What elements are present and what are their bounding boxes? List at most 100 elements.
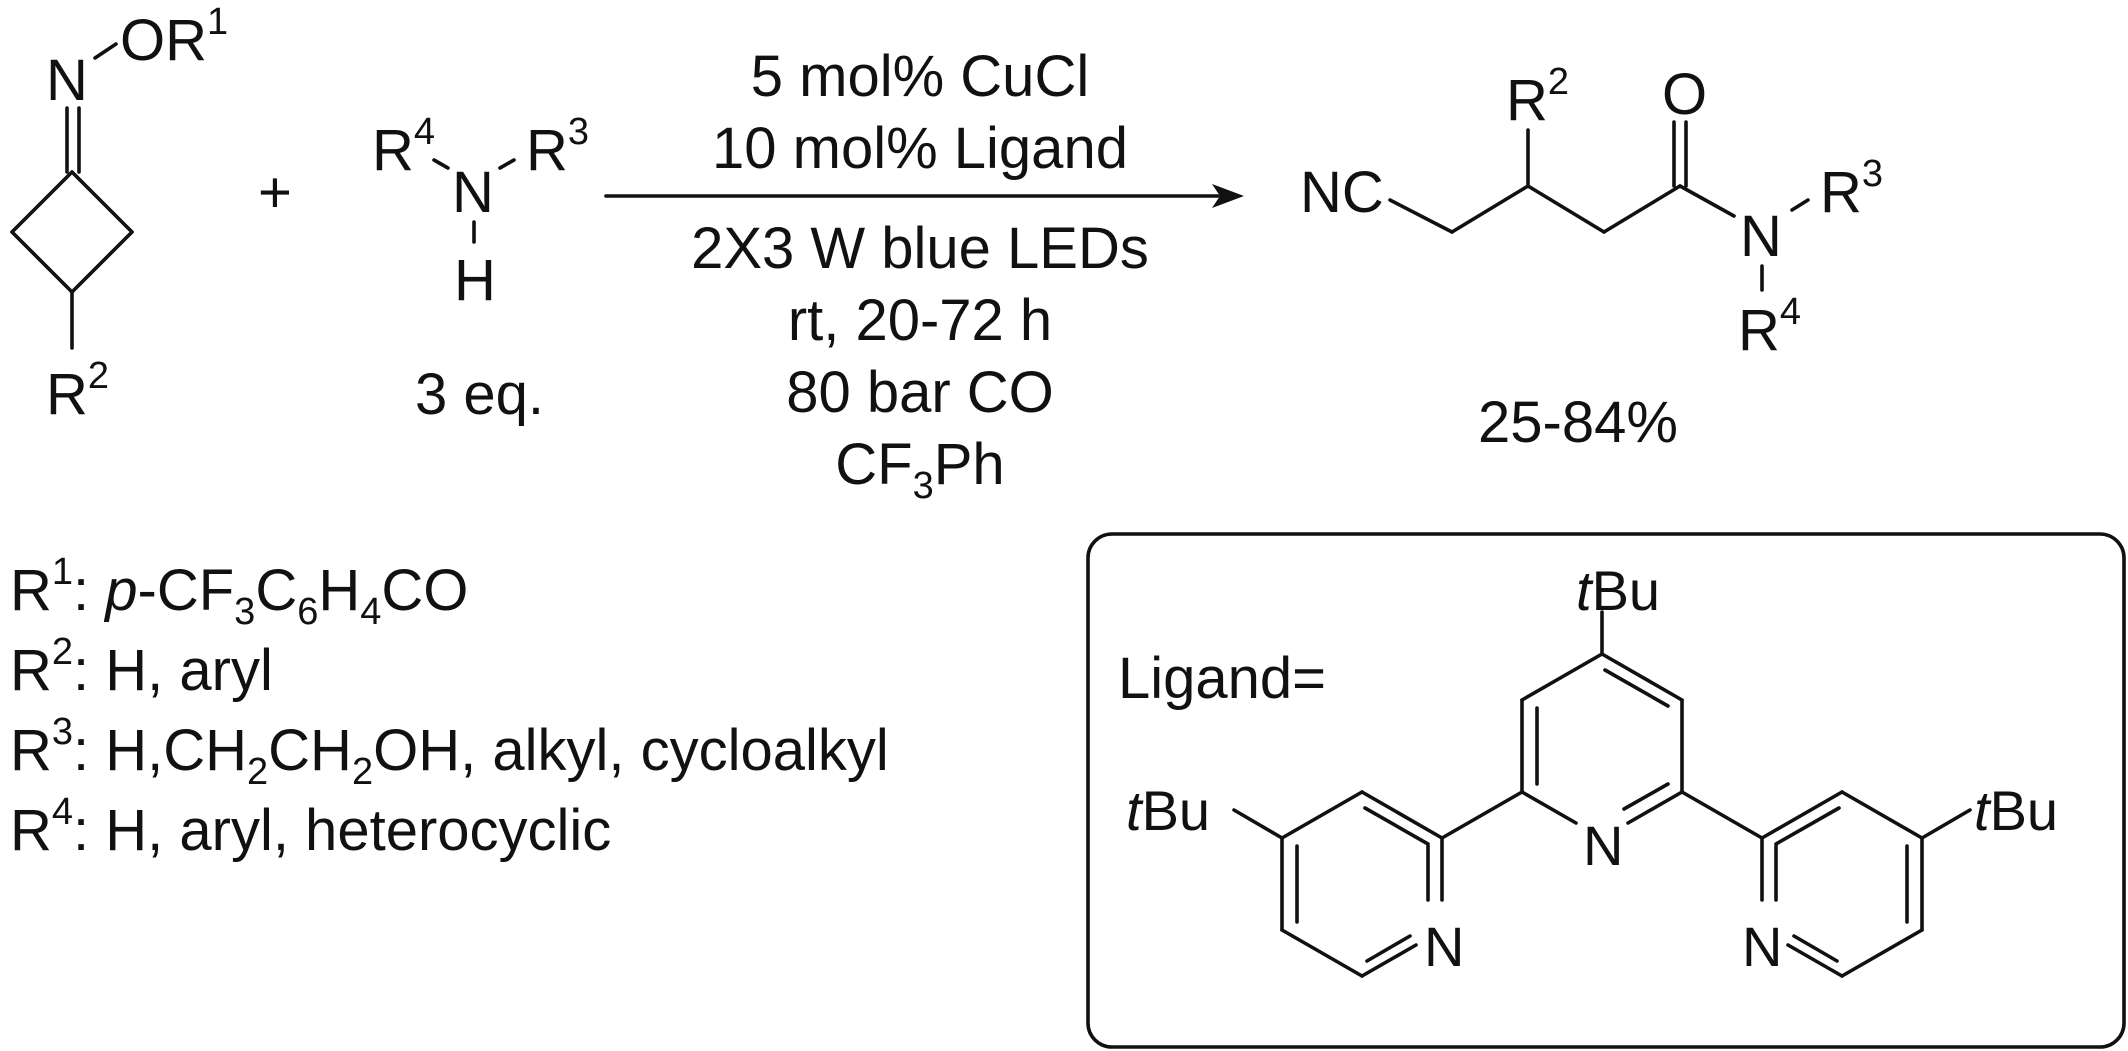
text-part: : H,CH: [73, 718, 247, 783]
text-part: C: [255, 558, 297, 623]
bond: [1520, 790, 1578, 825]
r-group: R: [1506, 68, 1548, 133]
text-part: :: [73, 558, 105, 623]
r3-superscript: 3: [568, 111, 589, 153]
oxime-or1: OR1: [120, 1, 228, 73]
condition-time: rt, 20-72 h: [788, 288, 1052, 353]
product-r2: R2: [1506, 61, 1569, 133]
bond: [1232, 808, 1284, 840]
condition-ligand: 10 mol% Ligand: [712, 116, 1128, 181]
bond: [1602, 184, 1682, 234]
condition-solvent: CF3Ph: [835, 432, 1004, 507]
subscript: 2: [247, 751, 268, 793]
bond: [1280, 790, 1364, 840]
amine-reactant: R4 N R 3 H 3 eq.: [372, 111, 589, 427]
amide-n: N: [1740, 204, 1782, 269]
arrow-head: [1212, 184, 1244, 208]
subscript: 6: [297, 591, 318, 633]
product-r3: R3: [1820, 153, 1883, 225]
r2-superscript: 2: [88, 355, 109, 397]
superscript: 4: [52, 791, 73, 833]
product-yield: 25-84%: [1478, 390, 1678, 455]
inner-double-bond: [1792, 934, 1839, 963]
oxime-reactant: N OR1 R2: [10, 1, 228, 427]
tbu-bu: Bu: [1592, 559, 1661, 622]
substituent-r1: R1: p-CF3C6H4CO: [10, 551, 468, 633]
amine-h: H: [454, 248, 496, 313]
tbu-t: t: [1576, 559, 1594, 622]
r-group: R: [10, 798, 52, 863]
bond: [1450, 184, 1530, 234]
superscript: 1: [52, 551, 73, 593]
bond: [70, 230, 134, 294]
r-group: R: [10, 558, 52, 623]
inner-double-bond: [1603, 668, 1670, 708]
solvent-part: CF: [835, 432, 912, 497]
bond: [70, 170, 134, 234]
bond: [1786, 943, 1844, 978]
r-group: R: [1820, 160, 1862, 225]
bond: [1526, 184, 1606, 234]
bond: [1388, 198, 1454, 234]
r4-superscript: 4: [414, 111, 435, 153]
bond: [10, 230, 74, 294]
condition-catalyst: 5 mol% CuCl: [751, 44, 1089, 109]
product-r4: R4: [1738, 291, 1801, 363]
reaction-conditions: 5 mol% CuCl 10 mol% Ligand 2X3 W blue LE…: [691, 44, 1149, 507]
nitrile-group: NC: [1300, 160, 1384, 225]
tbu-t: t: [1126, 779, 1144, 842]
amide-product: NC O N R3 R4 R2 25-84%: [1300, 61, 1883, 455]
text-part: p: [103, 558, 137, 623]
substituent-r4: R4: H, aryl, heterocyclic: [10, 791, 611, 863]
ligand-box-frame: [1086, 532, 2126, 1049]
bond: [1360, 790, 1444, 840]
r-group: R: [372, 118, 414, 183]
bond: [1600, 652, 1684, 702]
text-part: CH: [268, 718, 352, 783]
r-group: R: [10, 718, 52, 783]
ligand-label: Ligand=: [1118, 646, 1326, 711]
text-part: -CF: [138, 558, 235, 623]
text-part: : H, aryl: [73, 638, 273, 703]
r-group: R: [46, 362, 88, 427]
inner-double-bond: [1365, 934, 1412, 963]
superscript: 3: [52, 711, 73, 753]
text-part: : H, aryl, heterocyclic: [73, 798, 611, 863]
r-group: R: [165, 8, 207, 73]
ring-n-left: N: [1424, 915, 1464, 978]
text-part: H: [318, 558, 360, 623]
atom-o: O: [120, 8, 165, 73]
atom-n: N: [46, 48, 88, 113]
subscript: 2: [352, 751, 373, 793]
text-part: OH, alkyl, cycloalkyl: [373, 718, 889, 783]
r-group: R: [10, 638, 52, 703]
tbu-bu: Bu: [1142, 779, 1211, 842]
r-group: R: [1738, 298, 1780, 363]
subscript: 3: [234, 591, 255, 633]
r3-superscript: 3: [1862, 153, 1883, 195]
inner-double-bond: [1622, 782, 1670, 811]
amine-n: N: [452, 160, 494, 225]
bond: [1840, 928, 1924, 978]
amine-r4: R4: [372, 111, 435, 183]
bond: [1760, 790, 1844, 840]
ring-n-right: N: [1742, 915, 1782, 978]
bond: [1360, 943, 1418, 978]
bond: [1626, 790, 1684, 825]
tbu-t: t: [1974, 779, 1992, 842]
bond: [432, 158, 450, 170]
bond: [93, 42, 118, 60]
amine-equivalents: 3 eq.: [415, 362, 544, 427]
substituent-legend: R1: p-CF3C6H4CO R2: H, aryl R3: H,CH2CH2…: [10, 551, 889, 863]
bond: [1920, 808, 1972, 840]
r2-superscript: 2: [1548, 61, 1569, 103]
oxime-r2: R2: [46, 355, 109, 427]
bond: [498, 158, 516, 170]
superscript: 2: [52, 631, 73, 673]
bond: [1440, 790, 1524, 840]
condition-light: 2X3 W blue LEDs: [691, 216, 1149, 281]
subscript: 4: [360, 591, 381, 633]
substituent-r2: R2: H, aryl: [10, 631, 273, 703]
bond: [1680, 790, 1764, 840]
